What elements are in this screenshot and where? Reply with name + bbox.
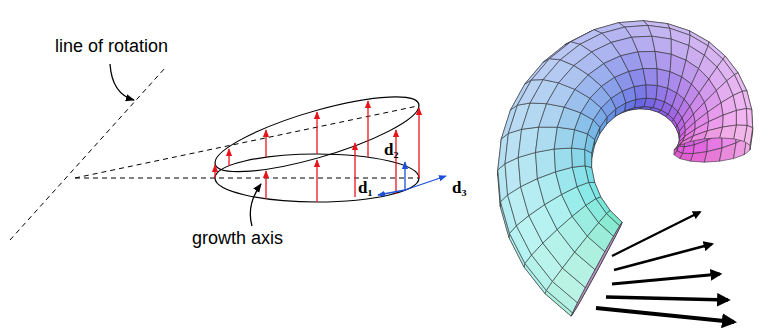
frame-vector: [404, 162, 405, 190]
surface-patch: [625, 25, 652, 37]
surface-patch: [736, 109, 747, 126]
surface-patch: [655, 51, 671, 71]
surface-patch: [571, 148, 585, 167]
frame-vectors: [378, 162, 446, 195]
surface-patch: [536, 149, 556, 179]
growth-arrow: [316, 160, 317, 202]
mouth-arrow: [612, 274, 720, 284]
mouth-arrow: [614, 244, 712, 270]
mouth-arrow: [596, 308, 734, 322]
lower-ellipse: [215, 154, 419, 202]
rotation-line: [10, 68, 165, 240]
surface-patch: [505, 158, 521, 195]
surface-patch: [554, 127, 574, 149]
frame-vector: [378, 190, 405, 195]
surface-patch: [693, 140, 707, 153]
surface-patch: [638, 51, 657, 68]
frame-vector: [405, 176, 446, 190]
leader-arrow: [110, 64, 134, 100]
annotation-label: growth axis: [192, 228, 283, 249]
growth-arrow: [265, 130, 266, 157]
growth-arrow: [367, 101, 368, 157]
growth-arrow: [265, 171, 266, 199]
growth-arrow: [418, 108, 419, 178]
surface-patch: [705, 127, 723, 139]
shell-surface: [498, 21, 753, 316]
growth-arrow: [316, 112, 317, 154]
surface-patch: [723, 111, 737, 128]
vector-label: d₃: [452, 178, 467, 198]
surface-patch: [746, 109, 752, 128]
surface-patch: [518, 152, 537, 186]
annotation-label: line of rotation: [55, 36, 168, 57]
mouth-arrow: [606, 297, 728, 300]
surface-patch: [652, 36, 671, 54]
growth-arrow: [228, 149, 229, 166]
vector-label: d₁: [358, 178, 373, 198]
surface-patch: [691, 131, 708, 142]
growth-arrow: [214, 165, 215, 178]
growth-arrows: [215, 101, 419, 202]
vector-label: d₂: [384, 140, 399, 160]
surface-patch: [632, 36, 655, 52]
surface-patch: [634, 85, 646, 100]
growth-arrow: [395, 130, 396, 194]
leader-arrow: [250, 184, 261, 226]
mouth-arrows: [596, 212, 734, 322]
surface-patch: [554, 148, 572, 172]
growth-arrow: [354, 143, 355, 197]
surface-patch: [646, 85, 657, 99]
surface-patch: [556, 167, 577, 194]
surface-patch: [643, 69, 657, 86]
